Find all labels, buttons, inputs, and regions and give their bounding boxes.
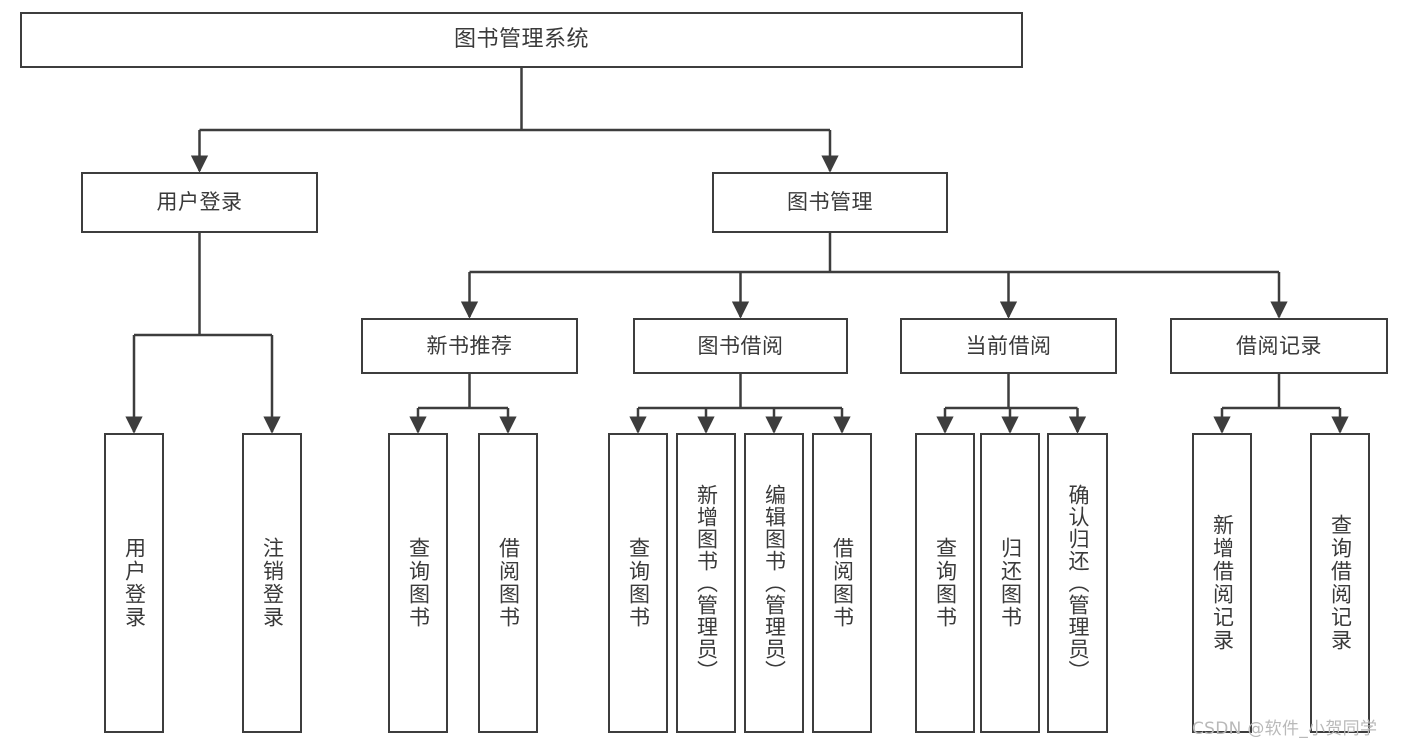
node-label: 归还图书	[998, 537, 1023, 629]
connector-lines	[125, 68, 1349, 434]
node-current-borrow[interactable]: 当前借阅	[900, 318, 1117, 374]
node-leaf-rec-query-record[interactable]: 查询借阅记录	[1310, 433, 1370, 733]
node-label: 查询借阅记录	[1328, 514, 1353, 652]
node-label: 新增图书（管理员）	[694, 484, 719, 682]
node-root[interactable]: 图书管理系统	[20, 12, 1023, 68]
node-new-book-rec[interactable]: 新书推荐	[361, 318, 578, 374]
node-leaf-borrow-edit-book[interactable]: 编辑图书（管理员）	[744, 433, 804, 733]
node-label: 当前借阅	[965, 333, 1052, 358]
node-user-login[interactable]: 用户登录	[81, 172, 318, 233]
node-leaf-cur-query-book[interactable]: 查询图书	[915, 433, 975, 733]
node-label: 用户登录	[156, 190, 243, 215]
node-leaf-borrow-add-book[interactable]: 新增图书（管理员）	[676, 433, 736, 733]
node-leaf-rec-query-book[interactable]: 查询图书	[388, 433, 448, 733]
node-leaf-rec-add-record[interactable]: 新增借阅记录	[1192, 433, 1252, 733]
node-label: 确认归还（管理员）	[1066, 484, 1090, 682]
node-label: 编辑图书（管理员）	[762, 484, 787, 682]
node-label: 查询图书	[933, 537, 958, 629]
node-leaf-cur-confirm-return[interactable]: 确认归还（管理员）	[1047, 433, 1108, 733]
node-label: 用户登录	[122, 537, 147, 629]
node-leaf-user-login[interactable]: 用户登录	[104, 433, 164, 733]
node-label: 借阅图书	[496, 537, 521, 629]
node-borrow-record[interactable]: 借阅记录	[1170, 318, 1388, 374]
node-leaf-cur-return-book[interactable]: 归还图书	[980, 433, 1040, 733]
node-label: 新增借阅记录	[1210, 514, 1235, 652]
node-label: 借阅图书	[830, 537, 855, 629]
node-leaf-borrow-borrow-book[interactable]: 借阅图书	[812, 433, 872, 733]
node-book-manage[interactable]: 图书管理	[712, 172, 948, 233]
node-label: 注销登录	[260, 537, 285, 629]
watermark-text: CSDN @软件_小贺同学	[1192, 719, 1378, 739]
node-label: 查询图书	[406, 537, 431, 629]
node-label: 图书借阅	[697, 333, 784, 358]
node-leaf-borrow-query-book[interactable]: 查询图书	[608, 433, 668, 733]
node-label: 新书推荐	[426, 333, 513, 358]
node-label: 图书管理	[787, 190, 873, 215]
node-book-borrow[interactable]: 图书借阅	[633, 318, 848, 374]
node-label: 查询图书	[626, 537, 651, 629]
node-leaf-rec-borrow-book[interactable]: 借阅图书	[478, 433, 538, 733]
node-leaf-user-logout[interactable]: 注销登录	[242, 433, 302, 733]
node-label: 借阅记录	[1236, 333, 1322, 358]
node-label: 图书管理系统	[453, 27, 589, 53]
